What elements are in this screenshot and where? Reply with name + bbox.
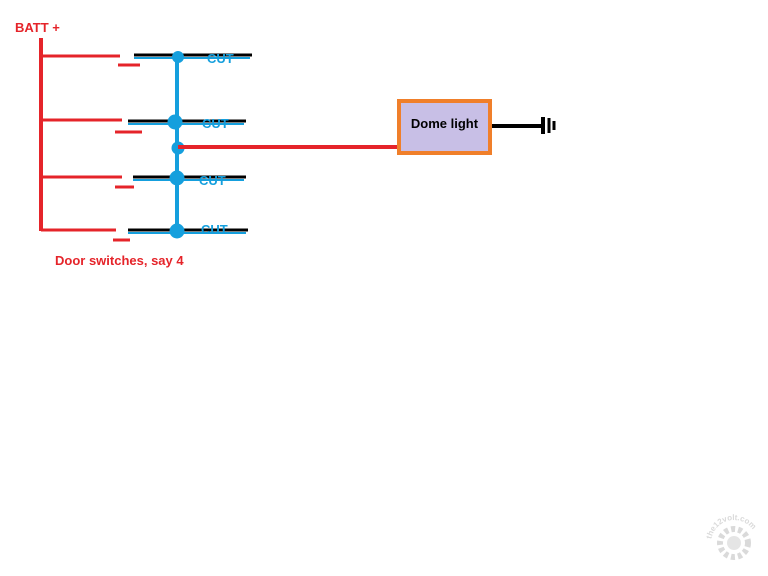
dome-light-label: Dome light — [411, 116, 479, 131]
junction-dot-4 — [169, 223, 185, 239]
door-switch-3 — [41, 175, 246, 189]
dome-light-box — [397, 99, 492, 155]
door-switch-4 — [41, 228, 248, 242]
door-switches-label: Door switches, say 4 — [55, 253, 184, 268]
junction-dot-3 — [169, 170, 185, 186]
cut-label-2: CUT — [202, 116, 229, 131]
door-switch-1 — [41, 53, 252, 67]
batt-label: BATT + — [15, 20, 60, 35]
cut-label-4: CUT — [201, 222, 228, 237]
door-switch-2 — [41, 118, 246, 134]
junction-dot-1 — [172, 51, 184, 63]
cut-label-3: CUT — [199, 173, 226, 188]
junction-dot-2 — [167, 114, 183, 130]
cut-label-1: CUT — [207, 51, 234, 66]
watermark-logo: the12volt.com — [704, 513, 758, 560]
ground-icon — [541, 117, 556, 134]
